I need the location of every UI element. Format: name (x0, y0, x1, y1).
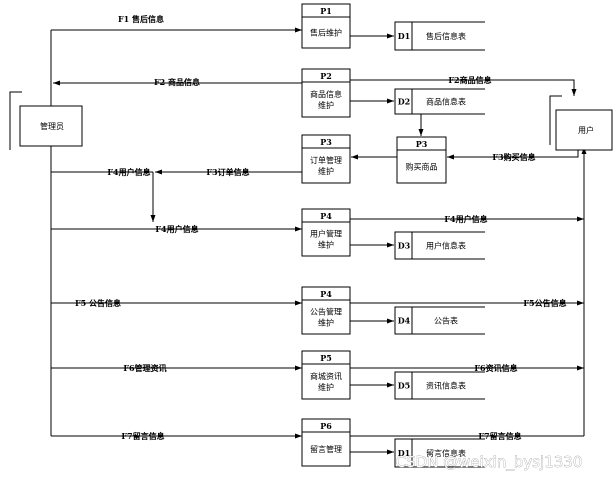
watermark-text: CSDN @weixin_bysj1330 (396, 453, 583, 472)
flow-f2-user-line (349, 79, 577, 96)
store-id: D2 (398, 97, 411, 107)
flow-label-f6-left: F6管理资讯 (123, 363, 166, 373)
process-box: P3 购买商品 (396, 136, 447, 184)
data-store: D2 商品信息表 (394, 88, 485, 115)
flow-label-f3-buy: F3购买信息 (492, 152, 535, 162)
flow-label-f3-order: F3订单信息 (206, 167, 249, 177)
process-label: 维护 (318, 240, 334, 250)
store-name: 商品信息表 (426, 97, 466, 107)
process-label: 公告管理 (310, 307, 342, 317)
data-store: D1 售后信息表 (394, 21, 485, 51)
flow-label-f4-c: F4用户信息 (444, 214, 487, 224)
process-label: 留言管理 (310, 444, 342, 454)
store-id: D1 (398, 448, 411, 458)
flow-label-f5-left: F5 公告信息 (75, 298, 121, 308)
process-label: 订单管理 (310, 155, 342, 165)
process-id: P4 (320, 289, 332, 299)
store-name: 售后信息表 (426, 31, 466, 41)
flow-label-f4-b: F4用户信息 (155, 224, 198, 234)
store-name: 公告表 (434, 316, 458, 326)
flow-label-f2-user: F2商品信息 (448, 75, 491, 85)
flow-label-f7-left: F7留言信息 (121, 431, 164, 441)
process-label: 商品信息 (310, 89, 342, 99)
process-label: 维护 (318, 318, 334, 328)
process-label: 售后维护 (310, 28, 342, 38)
store-name: 资讯信息表 (426, 381, 466, 391)
store-id: D5 (398, 381, 411, 391)
store-id: D4 (398, 316, 411, 326)
flow-labels: F1 售后信息 F2 商品信息 F2商品信息 F3购买信息 F3订单信息 F4用… (75, 14, 567, 441)
process-label: 维护 (318, 166, 334, 176)
flow-label-f7-right: F7留言信息 (478, 431, 521, 441)
process-id: P1 (320, 6, 332, 16)
store-id: D3 (398, 241, 411, 251)
process-label: 购买商品 (406, 162, 438, 172)
data-store: D4 公告表 (394, 306, 485, 335)
process-box: P1 售后维护 (301, 3, 351, 49)
flow-label-f2: F2 商品信息 (154, 77, 200, 87)
entity-user-label: 用户 (578, 125, 594, 135)
store-id: D1 (398, 31, 411, 41)
data-store: D1 留言信息表 (394, 438, 485, 468)
process-id: P4 (320, 211, 332, 221)
entity-user: 用户 (549, 95, 613, 151)
process-label: 用户管理 (310, 229, 342, 239)
store-name: 用户信息表 (426, 241, 466, 251)
data-store: D5 资讯信息表 (394, 371, 485, 400)
data-store: D3 用户信息表 (394, 231, 485, 260)
process-id: P3 (416, 139, 428, 149)
processes: P1售后维护P2商品信息维护P3订单管理维护P3购买商品P4用户管理维护P4公告… (301, 3, 447, 467)
process-label: 维护 (318, 382, 334, 392)
flow-label-f5-right: F5公告信息 (523, 298, 566, 308)
entity-admin-label: 管理员 (40, 121, 64, 131)
store-name: 留言信息表 (426, 448, 466, 458)
flow-label-f4-a: F4用户信息 (107, 167, 150, 177)
process-label: 商城资讯 (310, 371, 342, 381)
data-stores: D1 售后信息表 D2 商品信息表 D3 用户信息表 D4 公告表 D5 资讯信息表 D1 留言信息表 (394, 21, 485, 468)
process-box: P6 留言管理 (301, 418, 351, 467)
process-id: P5 (320, 353, 332, 363)
flow-label-f1: F1 售后信息 (118, 14, 164, 24)
process-id: P2 (320, 71, 332, 81)
process-id: P3 (320, 137, 332, 147)
entity-admin: 管理员 (9, 91, 83, 150)
process-id: P6 (320, 421, 332, 431)
flow-label-f6-right: F6资讯信息 (474, 363, 517, 373)
process-label: 维护 (318, 100, 334, 110)
